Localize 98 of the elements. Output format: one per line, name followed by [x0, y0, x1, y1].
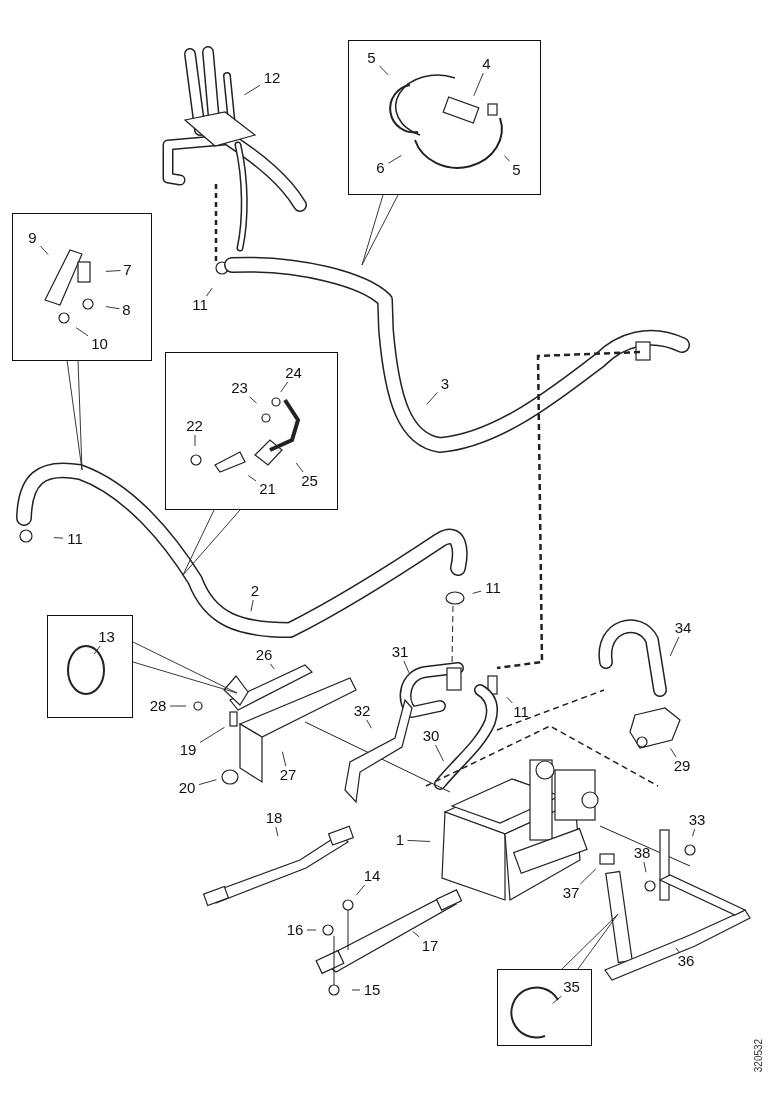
callout-number: 11	[64, 531, 86, 547]
leader-line	[388, 154, 402, 164]
leader-line	[194, 434, 196, 447]
leader-line	[473, 72, 484, 97]
leader-line	[247, 475, 257, 482]
leader-line	[426, 391, 438, 405]
leader-line	[198, 779, 217, 786]
callout-number: 38	[631, 845, 653, 861]
callout-number: 11	[510, 704, 532, 720]
leader-line	[295, 462, 304, 473]
inset-box	[348, 40, 541, 195]
callout-number: 7	[121, 261, 134, 278]
leader-line	[412, 930, 420, 938]
leader-line	[351, 989, 361, 991]
leader-line	[579, 868, 597, 885]
callout-number: 35	[560, 978, 583, 995]
leader-line	[249, 396, 258, 404]
leader-line	[206, 287, 213, 297]
callout-number: 2	[248, 583, 262, 599]
callout-number: 24	[282, 364, 305, 381]
leader-line	[270, 663, 275, 670]
leader-line	[275, 826, 279, 837]
callout-number: 34	[672, 620, 694, 636]
leader-line	[105, 306, 120, 310]
callout-number: 26	[253, 647, 275, 663]
inset-box	[12, 213, 152, 361]
inset-box	[165, 352, 338, 510]
callout-number: 16	[284, 922, 306, 938]
leader-line	[280, 381, 289, 393]
callout-number: 33	[686, 812, 708, 828]
callout-number: 23	[228, 379, 251, 396]
leader-line	[281, 751, 287, 767]
leader-line	[670, 747, 677, 758]
leader-line	[355, 884, 366, 896]
callout-number: 6	[374, 159, 387, 176]
leader-line	[361, 194, 384, 266]
callout-number: 1	[393, 832, 407, 848]
leader-line	[93, 645, 101, 655]
leader-line	[692, 828, 696, 837]
leader-line	[577, 913, 619, 970]
callout-number: 5	[365, 49, 378, 66]
callout-number: 13	[95, 628, 118, 645]
leader-line	[306, 929, 317, 931]
leader-line	[361, 194, 399, 266]
callout-number: 11	[482, 580, 504, 596]
callout-number: 3	[438, 376, 452, 392]
callout-number: 31	[389, 644, 411, 660]
leader-line	[40, 245, 49, 256]
leader-line	[403, 660, 410, 674]
leader-line	[132, 641, 238, 694]
leader-line	[675, 947, 680, 953]
leader-line	[379, 65, 389, 76]
leader-line	[53, 537, 64, 539]
leader-line	[435, 744, 444, 762]
callout-number: 4	[480, 55, 493, 72]
callout-number: 10	[88, 335, 111, 352]
leader-line	[552, 995, 562, 1004]
leader-line	[504, 155, 510, 162]
callout-number: 32	[351, 703, 373, 719]
leader-line	[75, 327, 89, 337]
drawing-number: 320532	[753, 1038, 765, 1073]
callout-number: 5	[510, 161, 523, 178]
callout-number: 12	[261, 70, 283, 86]
callout-number: 9	[26, 229, 39, 246]
leader-line	[472, 590, 482, 594]
leader-line	[105, 270, 121, 272]
callout-number: 11	[189, 297, 211, 313]
callout-number: 27	[277, 767, 299, 783]
leader-line	[132, 661, 238, 694]
callout-number: 25	[298, 472, 321, 489]
leader-line	[643, 861, 647, 873]
callout-number: 20	[176, 780, 198, 796]
leader-line	[77, 359, 83, 471]
inset-box	[497, 969, 592, 1046]
callout-number: 14	[361, 868, 383, 884]
callout-number: 22	[183, 417, 206, 434]
leader-line	[250, 599, 254, 612]
leader-line	[199, 726, 225, 743]
leader-line	[182, 509, 241, 576]
callout-number: 30	[420, 728, 442, 744]
callout-number: 19	[177, 742, 199, 758]
leader-line	[669, 636, 680, 657]
leader-line	[366, 719, 372, 729]
callout-number: 18	[263, 810, 285, 826]
leader-line	[407, 839, 431, 842]
leader-line	[182, 509, 215, 576]
callout-number: 21	[256, 480, 279, 497]
inset-box	[47, 615, 133, 718]
callout-number: 15	[361, 982, 383, 998]
leader-line	[169, 705, 187, 707]
leader-line	[506, 696, 513, 704]
callout-number: 36	[675, 953, 697, 969]
leader-line	[244, 84, 261, 96]
callout-number: 8	[120, 301, 133, 318]
callout-number: 37	[560, 885, 582, 901]
callout-number: 28	[147, 698, 169, 714]
callout-number: 29	[671, 758, 693, 774]
callout-number: 17	[419, 938, 441, 954]
